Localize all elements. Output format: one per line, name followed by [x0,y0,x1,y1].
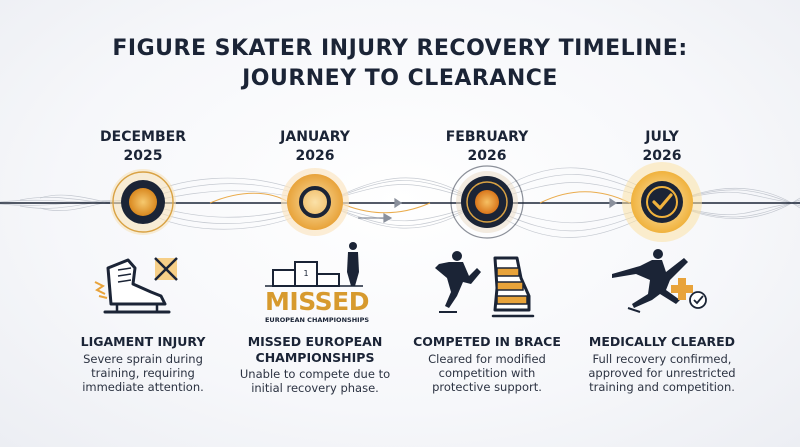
stage-2-description: Unable to compete due to initial recover… [239,367,391,395]
stage-4-description: Full recovery confirmed, approved for un… [588,352,736,394]
page-title-line-1: FIGURE SKATER INJURY RECOVERY TIMELINE: [112,36,688,61]
stage-3-date: FEBRUARY 2026 [412,128,562,166]
stage-3-title: COMPETED IN BRACE [413,334,561,349]
stage-1-date: DECEMBER 2025 [68,128,218,166]
stage-3-description: Cleared for modified competition with pr… [428,352,546,394]
stage-4-leaping-skater-icon [612,249,707,313]
page-title: FIGURE SKATER INJURY RECOVERY TIMELINE: … [0,34,800,94]
stage-1-description: Severe sprain during training, requiring… [82,352,204,394]
stage-4-node-check-icon [622,162,702,242]
stage-2-month: JANUARY [280,129,350,145]
stage-3-skater-with-brace-icon [435,251,535,318]
stage-1-injured-skate-icon [94,257,178,314]
stage-4-month: JULY [645,129,679,145]
stage-3-month: FEBRUARY [445,129,529,145]
stage-1-title: LIGAMENT INJURY [80,334,206,349]
stage-1-node-filled-dot-icon [110,169,176,235]
stage-4-title: MEDICALLY CLEARED [588,334,736,349]
page-title-line-2: JOURNEY TO CLEARANCE [242,66,558,91]
stage-3-year: 2026 [467,148,507,164]
svg-text:1: 1 [303,269,308,278]
stage-2-podium-icon: 1 [265,242,363,287]
missed-badge-subtitle: EUROPEAN CHAMPIONSHIPS [264,316,370,324]
stage-2-date: JANUARY 2026 [240,128,390,166]
stage-2-node-ring-icon [281,168,349,236]
stage-4-date: JULY 2026 [587,128,737,166]
stage-2-year: 2026 [295,148,335,164]
missed-badge-word: MISSED [265,287,369,316]
stage-4-year: 2026 [642,148,682,164]
stage-1-year: 2025 [123,148,163,164]
stage-3-node-filled-dot-icon [450,165,524,239]
stage-2-title: MISSED EUROPEAN CHAMPIONSHIPS [247,334,383,365]
stage-1-month: DECEMBER [100,129,186,145]
